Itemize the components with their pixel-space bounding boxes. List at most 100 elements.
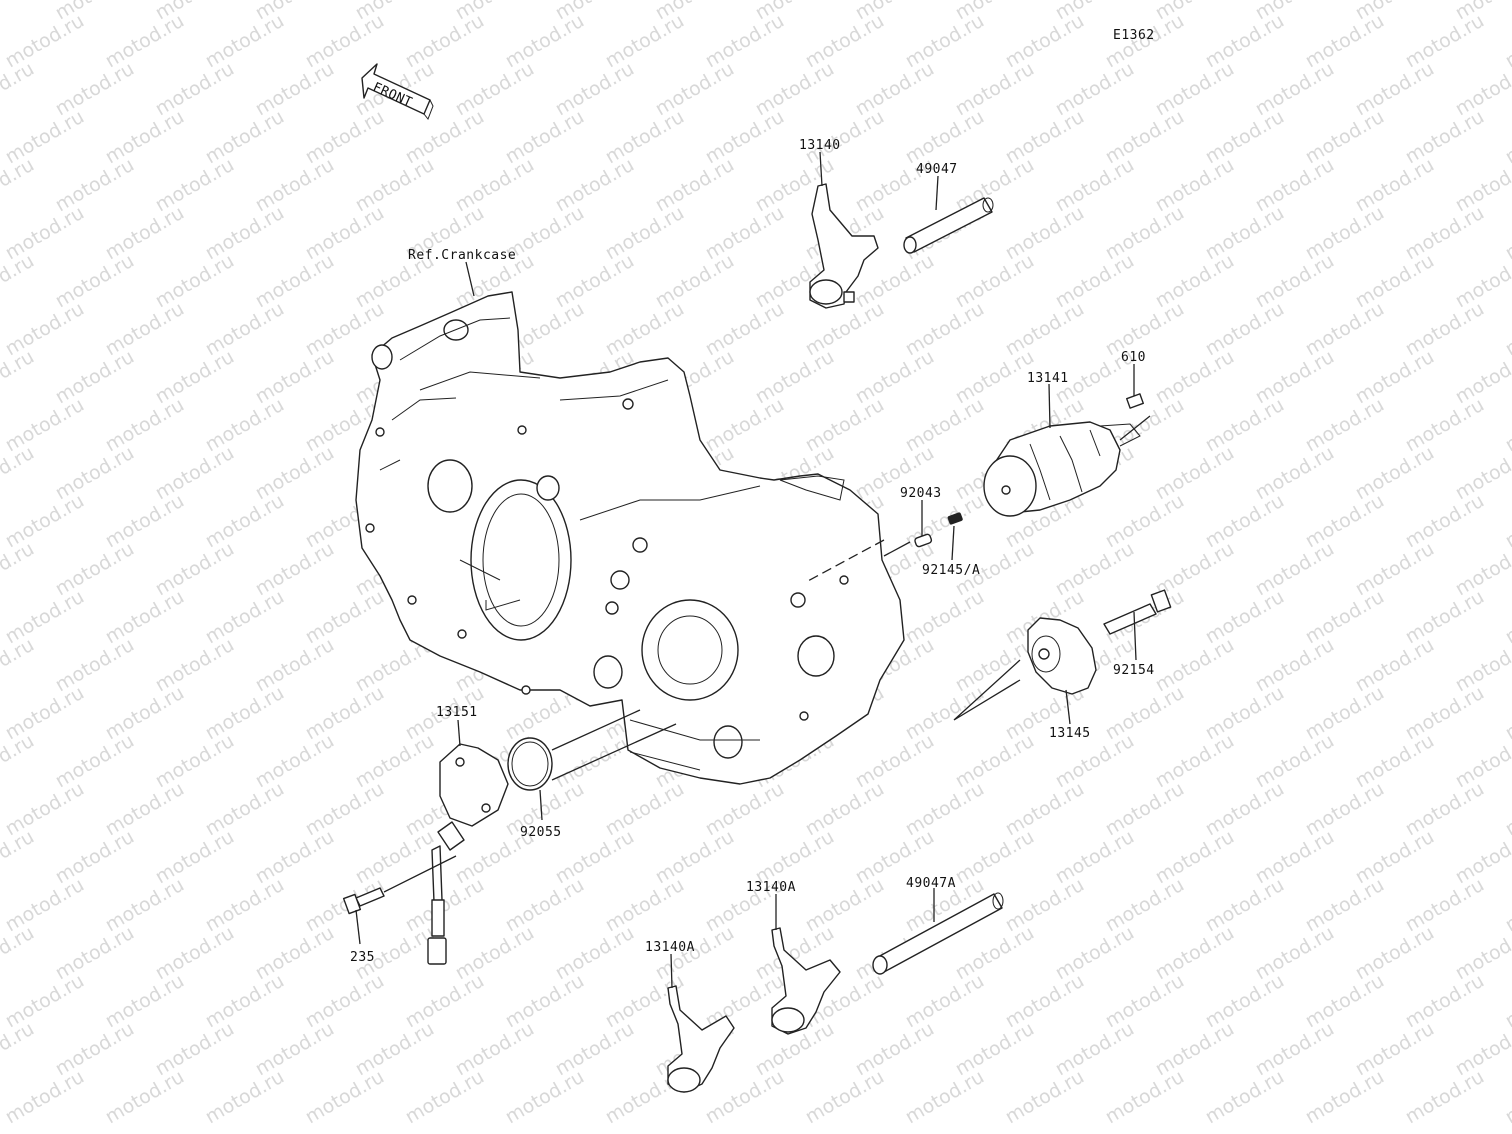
watermark-text: motod.ru [1352,154,1438,217]
watermark-text: motod.ru [1202,970,1288,1033]
watermark-text: motod.ru [152,58,238,121]
watermark-text: motod.ru [1102,490,1188,553]
watermark-text: motod.ru [1452,346,1512,409]
watermark-text: motod.ru [2,490,88,553]
label-235: 235 [350,950,375,965]
watermark-text: motod.ru [152,442,238,505]
watermark-text: motod.ru [202,394,288,457]
watermark-text: motod.ru [52,634,138,697]
watermark-text: motod.ru [302,586,388,649]
watermark-text: motod.ru [252,58,338,121]
watermark-text: motod.ru [1252,634,1338,697]
leader-lines [355,151,1151,989]
watermark-text: motod.ru [902,682,988,745]
watermark-text: motod.ru [1052,1018,1138,1081]
watermark-text: motod.ru [0,250,38,313]
watermark-text: motod.ru [52,442,138,505]
watermark-text: motod.ru [1052,538,1138,601]
watermark-text: motod.ru [702,202,788,265]
watermark-text: motod.ru [552,250,638,313]
watermark-text: motod.ru [1502,394,1512,457]
watermark-text: motod.ru [102,970,188,1033]
watermark-text: motod.ru [1202,202,1288,265]
watermark-text: motod.ru [102,10,188,73]
watermark-text: motod.ru [2,1066,88,1129]
watermark-text: motod.ru [1202,394,1288,457]
watermark-text: motod.ru [802,394,888,457]
watermark-text: motod.ru [1352,1018,1438,1081]
watermark-text: motod.ru [1302,106,1388,169]
watermark-text: motod.ru [1252,58,1338,121]
watermark-text: motod.ru [1202,298,1288,361]
bolt-235 [342,887,385,915]
part-labels: Ref.Crankcase 13140 49047 610 13141 9204… [350,138,1154,965]
watermark-text: motod.ru [202,874,288,937]
watermark-text: motod.ru [1302,586,1388,649]
watermark-text: motod.ru [102,874,188,937]
watermark-text: motod.ru [252,250,338,313]
watermark-text: motod.ru [1402,490,1488,553]
watermark-text: motod.ru [552,826,638,889]
watermark-text: motod.ru [902,1066,988,1129]
watermark-text: motod.ru [452,922,538,985]
watermark-text: motod.ru [1152,634,1238,697]
watermark-text: motod.ru [102,778,188,841]
watermark-text: motod.ru [702,1066,788,1129]
watermark-text: motod.ru [1202,874,1288,937]
watermark-text: motod.ru [252,346,338,409]
label-13141: 13141 [1027,371,1069,386]
label-13140a-lower: 13140A [645,940,695,955]
watermark-text: motod.ru [602,778,688,841]
watermark-text: motod.ru [1052,826,1138,889]
watermark-text: motod.ru [1402,202,1488,265]
watermark-text: motod.ru [1452,634,1512,697]
watermark-text: motod.ru [902,394,988,457]
watermark-text: motod.ru [202,490,288,553]
watermark-text: motod.ru [152,922,238,985]
watermark-text: motod.ru [152,1018,238,1081]
watermark-text: motod.ru [1202,778,1288,841]
watermark-text: motod.ru [302,874,388,937]
watermark-text: motod.ru [652,250,738,313]
spring-92145a [947,512,963,525]
watermark-text: motod.ru [1402,394,1488,457]
watermark-text: motod.ru [1402,970,1488,1033]
watermark-text: motod.ru [1452,442,1512,505]
watermark-text: motod.ru [652,154,738,217]
watermark-text: motod.ru [1202,106,1288,169]
watermark-text: motod.ru [102,1066,188,1129]
watermark-text: motod.ru [1102,874,1188,937]
watermark-text: motod.ru [202,586,288,649]
label-92055: 92055 [520,825,562,840]
watermark-text: motod.ru [1302,394,1388,457]
watermark-text: motod.ru [2,202,88,265]
watermark-text: motod.ru [52,826,138,889]
watermark-text: motod.ru [202,970,288,1033]
watermark-text: motod.ru [352,826,438,889]
watermark-text: motod.ru [1452,730,1512,793]
watermark-text: motod.ru [952,634,1038,697]
watermark-text: motod.ru [1352,442,1438,505]
label-92145a: 92145/A [922,563,980,578]
watermark-text: motod.ru [1502,202,1512,265]
shift-fork-13140a-upper [771,927,841,1035]
watermark-text: motod.ru [152,154,238,217]
fork-shaft-49047 [903,197,994,254]
watermark-text: motod.ru [652,826,738,889]
watermark-text: motod.ru [1502,490,1512,553]
watermark-text: motod.ru [202,298,288,361]
watermark-text: motod.ru [1202,490,1288,553]
watermark-text: motod.ru [2,586,88,649]
watermark-text: motod.ru [1502,778,1512,841]
watermark-text: motod.ru [2,682,88,745]
watermark-text: motod.ru [1402,778,1488,841]
watermark-text: motod.ru [752,58,838,121]
watermark-text: motod.ru [102,490,188,553]
watermark-text: motod.ru [302,106,388,169]
watermark-text: motod.ru [1302,1066,1388,1129]
watermark-text: motod.ru [202,682,288,745]
watermark-text: motod.ru [1502,10,1512,73]
watermark-text: motod.ru [1352,58,1438,121]
watermark-text: motod.ru [1002,1066,1088,1129]
